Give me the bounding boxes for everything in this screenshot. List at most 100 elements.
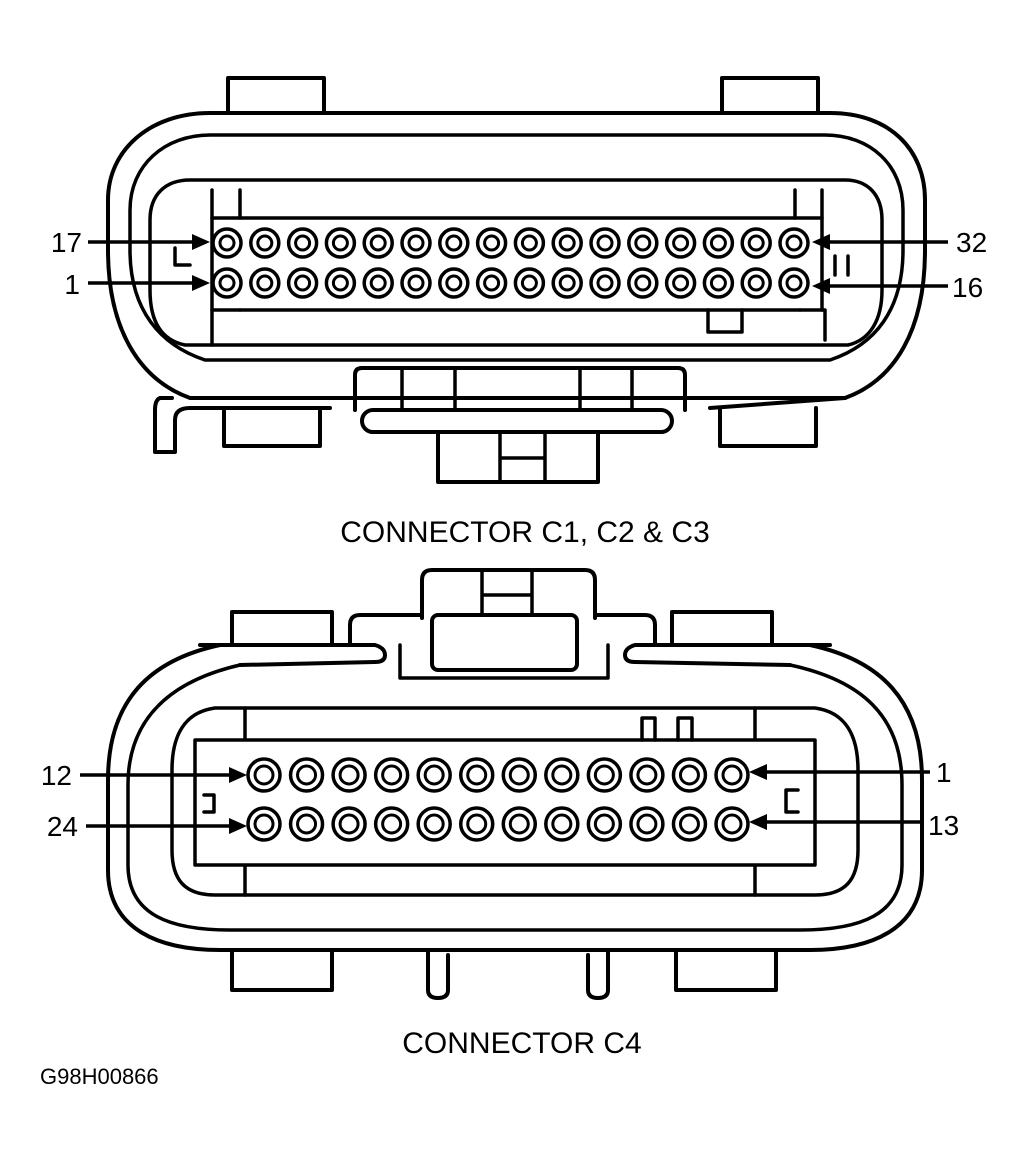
c4-left-notch [202,793,216,814]
c4-pin-cavity [170,706,860,897]
c4-pin-hole-r1-4 [381,764,403,786]
c1-pin-hole-r1-3 [294,234,312,252]
c1-pin-hole-r1-12 [634,234,652,252]
c1-pin-hole-r1-13 [672,234,690,252]
c4-right-notch [784,788,800,814]
upper-right-key [793,188,824,220]
latch-body [353,366,687,412]
c4-pin-hole-r1-3 [338,764,360,786]
c4-pin-hole-r1-10 [636,764,658,786]
c4-pin-hole-r1-12 [721,764,743,786]
c4-inner-housing [126,663,904,932]
lower-right-key [798,308,827,342]
c4-right-ledge [593,613,832,667]
c1-pin-hole-r1-8 [483,234,501,252]
c1-pin-hole-r2-3 [294,274,312,292]
pins-c4 [246,757,750,842]
c4-latch-slot [480,568,534,617]
c1-pin-hole-r1-14 [709,234,727,252]
c1-pin-hole-r1-5 [369,234,387,252]
c4-pin-hole-r1-9 [593,764,615,786]
c1-pin-hole-r2-14 [709,274,727,292]
c1-pin-hole-r1-4 [331,234,349,252]
arrow-17 [192,234,210,250]
c4-pin-hole-r2-3 [338,813,360,835]
c4-top-latch [420,568,597,620]
c1-pin-hole-r1-7 [445,234,463,252]
c4-pin-hole-r1-8 [551,764,573,786]
top-left-tab [226,76,326,115]
c4-pin-hole-r2-9 [593,813,615,835]
c4-pin-hole-r2-4 [381,813,403,835]
c4-pin-hole-r2-10 [636,813,658,835]
pin-label-16: 16 [952,272,983,303]
c1-pin-hole-r2-2 [256,274,274,292]
c1-pin-hole-r2-5 [369,274,387,292]
c4-pin-hole-r2-6 [466,813,488,835]
connector-c1-c3 [106,76,927,484]
c4-outer-housing [106,643,924,952]
left-latch-notch [173,246,192,267]
c1-pin-hole-r2-4 [331,274,349,292]
c4-pin-hole-r1-6 [466,764,488,786]
arrow-24 [229,818,247,834]
c1-pin-hole-r1-1 [218,234,236,252]
outer-housing [106,111,927,400]
leaders-c4 [80,764,930,834]
c1-pin-hole-r1-10 [558,234,576,252]
c1-pin-hole-r2-10 [558,274,576,292]
c1-pin-hole-r2-12 [634,274,652,292]
c4-key-notch [640,716,694,742]
pin-label-17: 17 [51,227,82,258]
c4-pin-hole-r2-5 [423,813,445,835]
c1-pin-hole-r2-8 [483,274,501,292]
top-right-tab [720,76,820,115]
right-latch-notch [833,254,850,277]
lower-mid-key [706,308,744,334]
pin-cavity [148,178,884,347]
figure-id: G98H00866 [40,1064,159,1089]
c4-pin-hole-r2-8 [551,813,573,835]
arrow-32 [812,234,830,250]
arrow-1-c4 [749,764,767,780]
pin-label-13: 13 [928,810,959,841]
c1-pin-hole-r2-15 [747,274,765,292]
c4-pin-hole-r1-11 [678,764,700,786]
pin-label-24: 24 [47,811,78,842]
c1-pin-hole-r2-13 [672,274,690,292]
c4-pin-hole-r2-7 [508,813,530,835]
latch-lower-slot [498,430,547,484]
pin-label-12: 12 [41,760,72,791]
c1-pin-hole-r2-1 [218,274,236,292]
c4-bottom-left-tab [230,948,334,992]
c4-latch-frame [398,643,610,680]
c4-top-right-tab [670,610,774,647]
c4-bottom-right-tab [674,948,778,992]
pin-label-1: 1 [64,269,80,300]
latch-inner [400,366,634,412]
c1-pin-hole-r2-7 [445,274,463,292]
c4-left-ledge [198,613,424,667]
caption-c4: CONNECTOR C4 [402,1027,641,1060]
c4-pin-hole-r2-12 [721,813,743,835]
c4-bottom-latch [426,948,610,1000]
c4-pin-hole-r1-2 [296,764,318,786]
right-ledge [708,396,847,410]
inner-housing [128,133,905,362]
pins-c1-c3 [211,227,810,299]
c1-pin-hole-r2-16 [785,274,803,292]
arrow-13 [749,814,767,830]
c1-pin-hole-r2-6 [407,274,425,292]
arrow-1 [192,275,210,291]
bottom-left-tab [222,406,322,448]
pin-label-32: 32 [956,227,987,258]
pin-label-1-c4: 1 [936,757,952,788]
c4-pin-hole-r1-7 [508,764,530,786]
arrow-12 [229,767,247,783]
bottom-right-tab [718,406,818,448]
c4-pin-hole-r1-1 [253,764,275,786]
c1-pin-hole-r1-6 [407,234,425,252]
upper-left-key [210,188,242,220]
latch-lower [436,430,600,484]
